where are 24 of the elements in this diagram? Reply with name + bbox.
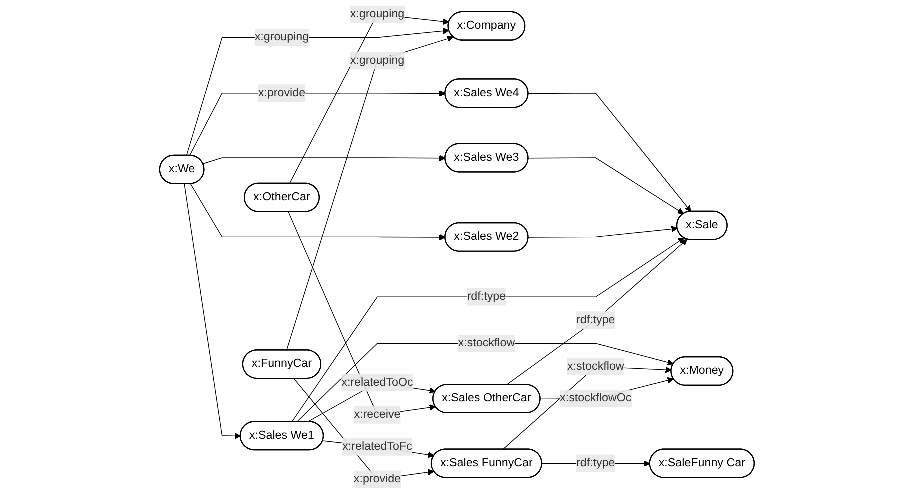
edge-label: x:stockflow bbox=[458, 337, 515, 350]
edge-label: x:receive bbox=[354, 408, 401, 421]
arrow bbox=[528, 158, 684, 214]
edge-label: rdf:type bbox=[467, 290, 506, 303]
arrow bbox=[502, 366, 672, 450]
edge-label: x:provide bbox=[258, 86, 306, 100]
edge-label: x:grouping bbox=[350, 54, 404, 67]
arrow bbox=[202, 155, 446, 164]
edge-label: rdf:type bbox=[576, 456, 616, 470]
edge-label: x:relatedToOc bbox=[341, 376, 414, 389]
edge-label: rdf:type bbox=[576, 314, 616, 326]
edge-label: x:grouping bbox=[350, 8, 404, 20]
edge-label: x:stockflowOc bbox=[560, 392, 632, 405]
arrow bbox=[190, 184, 446, 241]
arrow bbox=[528, 226, 678, 238]
edge-label: x:stockflow bbox=[567, 360, 624, 373]
arrow bbox=[289, 14, 450, 184]
arrow bbox=[184, 184, 241, 440]
edge-label: x:grouping bbox=[254, 31, 309, 44]
arrow bbox=[528, 92, 692, 212]
edge-label: x:provide bbox=[354, 472, 401, 486]
arrow bbox=[506, 239, 688, 386]
edge-label: x:relatedToFc bbox=[342, 440, 412, 453]
arrow bbox=[286, 36, 454, 351]
